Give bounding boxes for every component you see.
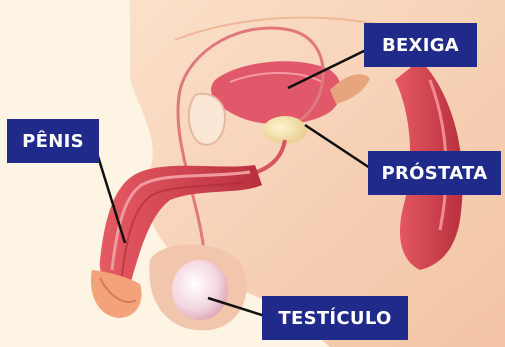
testicle [172,260,228,320]
pubic-bone [189,94,225,145]
prostate-label: PRÓSTATA [368,151,501,195]
bladder-label: BEXIGA [364,23,477,67]
penis-label: PÊNIS [7,119,99,163]
glans [91,270,142,318]
testicle-label: TESTÍCULO [262,296,408,340]
